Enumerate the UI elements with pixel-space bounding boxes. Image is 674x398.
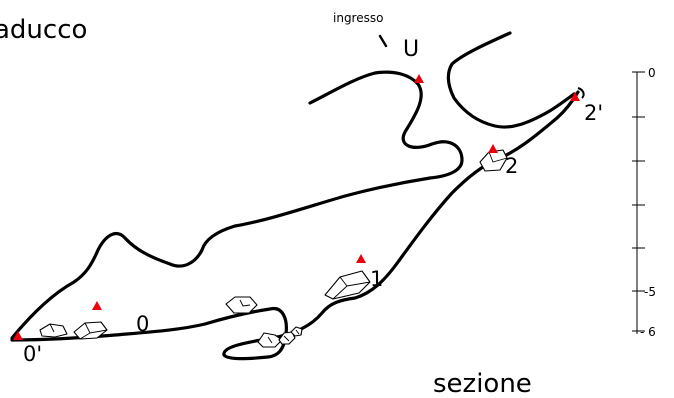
cave-roof-outline (10, 70, 464, 340)
boulder-pit-cluster (257, 326, 303, 348)
upper-channel-outline (446, 31, 576, 129)
station-2prime-hook-icon (577, 87, 585, 99)
station-label-0: 0 (136, 312, 149, 336)
station-label-0prime: 0' (23, 342, 42, 366)
station-label-2: 2 (505, 154, 518, 178)
depth-label-minus-6: - 6 (640, 325, 656, 339)
entrance-label: ingresso (333, 11, 383, 25)
cave-floor-outline (10, 90, 580, 361)
station-marker-2prime (570, 92, 580, 101)
station-marker-2 (488, 144, 498, 153)
depth-label-minus-5: -5 (644, 285, 656, 299)
entrance-letter: U (403, 37, 419, 62)
boulder-station-0-right (73, 321, 108, 340)
boulder-station-2 (479, 149, 508, 172)
boulder-station-1 (324, 270, 371, 300)
section-caption: sezione (433, 369, 532, 398)
boulder-station-0-left (39, 323, 68, 338)
station-marker-0 (92, 301, 102, 310)
station-marker-1 (356, 254, 366, 263)
depth-scale: 0 -5 - 6 (632, 66, 656, 339)
station-label-2prime: 2' (584, 101, 603, 125)
station-marker-0prime (13, 331, 23, 340)
survey-title: aducco (0, 15, 87, 45)
entrance-arrow-icon (378, 34, 388, 48)
station-marker-entrance (414, 74, 424, 83)
depth-label-0: 0 (648, 66, 656, 80)
boulder-floor-mid (225, 296, 258, 314)
station-label-1: 1 (370, 267, 383, 291)
